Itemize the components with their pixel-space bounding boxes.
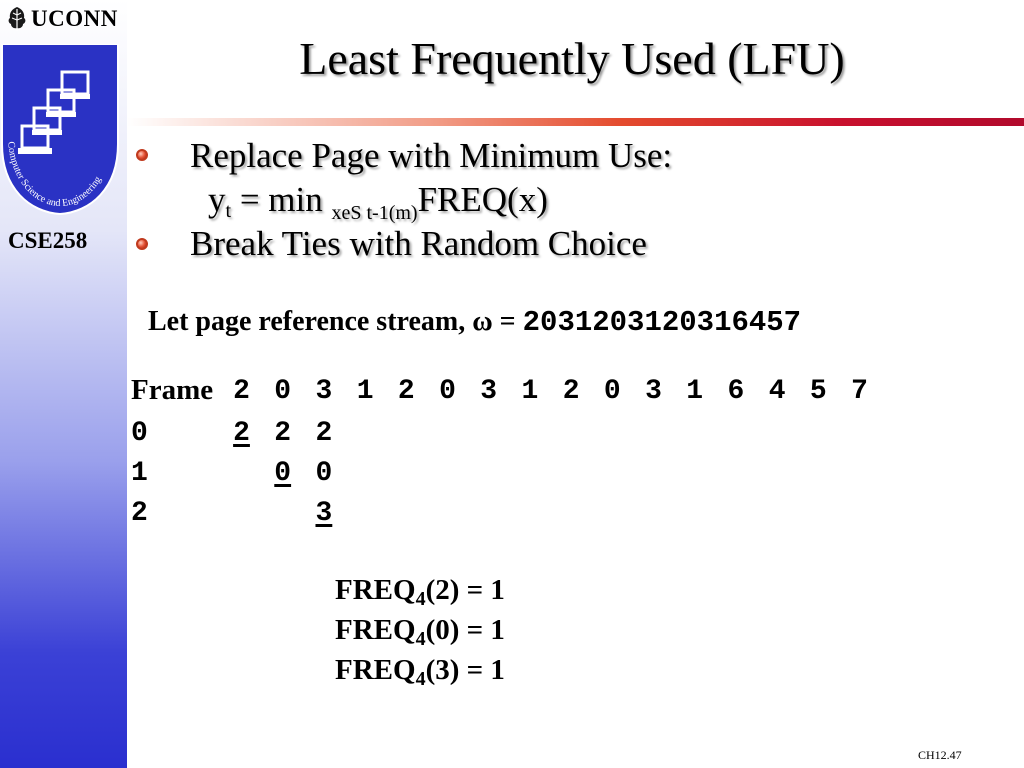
freq-subscript: 4: [415, 628, 426, 650]
reference-cell: 2: [562, 376, 580, 407]
reference-cell: 0: [439, 376, 456, 407]
formula-y: y: [208, 180, 226, 219]
frame-cell: 2: [274, 418, 292, 449]
frame-index: 0: [131, 418, 148, 449]
reference-cell: 0: [603, 376, 621, 407]
sidebar: UCONN Computer Science and Engineering C…: [0, 0, 127, 768]
formula-min-subscript: xeS t-1(m): [331, 202, 418, 224]
slide-number: CH12.47: [918, 748, 962, 762]
frame-index: 1: [131, 458, 148, 489]
freq-value: (2) = 1: [425, 574, 505, 606]
freq-subscript: 4: [415, 588, 426, 610]
freq-line: FREQ4(3) = 1: [335, 654, 505, 691]
uconn-logo: UCONN: [6, 6, 118, 32]
reference-cell: 1: [521, 376, 539, 407]
lfu-formula: yt = min xeS t-1(m)FREQ(x): [208, 180, 548, 225]
stream-label: Let page reference stream,: [148, 306, 473, 337]
stream-equals: =: [492, 306, 523, 337]
freq-name: FREQ: [335, 654, 416, 686]
freq-value: (3) = 1: [425, 654, 505, 686]
reference-cell: 3: [480, 376, 498, 407]
freq-subscript: 4: [415, 668, 426, 690]
uconn-logo-text: UCONN: [31, 6, 118, 31]
slide-title: Least Frequently Used (LFU): [299, 33, 845, 84]
bullet-replace-min-use: Replace Page with Minimum Use:: [190, 136, 673, 175]
reference-cell: 5: [809, 376, 827, 407]
reference-stream: Let page reference stream, ω = 203120312…: [148, 306, 801, 339]
frame-cell: 2: [315, 418, 333, 449]
reference-cell: 1: [686, 376, 704, 407]
formula-min: = min: [231, 180, 332, 219]
bullet-icon: [136, 238, 148, 250]
reference-cell: 6: [727, 376, 745, 407]
oak-leaf-icon: [8, 7, 26, 31]
reference-cell: 2: [397, 376, 415, 407]
frame-header: Frame: [131, 374, 214, 406]
frame-index: 2: [131, 498, 148, 529]
formula-freq: FREQ(x): [417, 180, 548, 219]
cse-department-badge: Computer Science and Engineering: [0, 44, 119, 216]
freq-line: FREQ4(0) = 1: [335, 614, 505, 651]
reference-cell: 4: [768, 376, 786, 407]
bullet-icon: [136, 149, 148, 161]
formula-y-subscript: t: [225, 200, 232, 222]
freq-name: FREQ: [335, 574, 416, 606]
frame-cell: 0: [315, 458, 333, 489]
frame-cell: 2: [233, 418, 250, 449]
reference-cell: 3: [315, 376, 333, 407]
omega-symbol: ω: [472, 306, 493, 337]
reference-cell: 2: [233, 376, 250, 407]
freq-name: FREQ: [335, 614, 416, 646]
reference-cell: 3: [645, 376, 662, 407]
title-divider: [127, 118, 1024, 126]
frame-cell: 0: [274, 458, 292, 489]
frame-cell: 3: [315, 498, 333, 529]
stream-sequence: 2031203120316457: [522, 306, 802, 339]
reference-cell: 0: [274, 376, 292, 407]
freq-value: (0) = 1: [425, 614, 505, 646]
course-label: CSE258: [8, 228, 88, 253]
freq-line: FREQ4(2) = 1: [335, 574, 505, 611]
reference-cell: 1: [356, 376, 374, 407]
reference-cell: 7: [851, 376, 868, 407]
bullet-break-ties: Break Ties with Random Choice: [190, 224, 647, 263]
